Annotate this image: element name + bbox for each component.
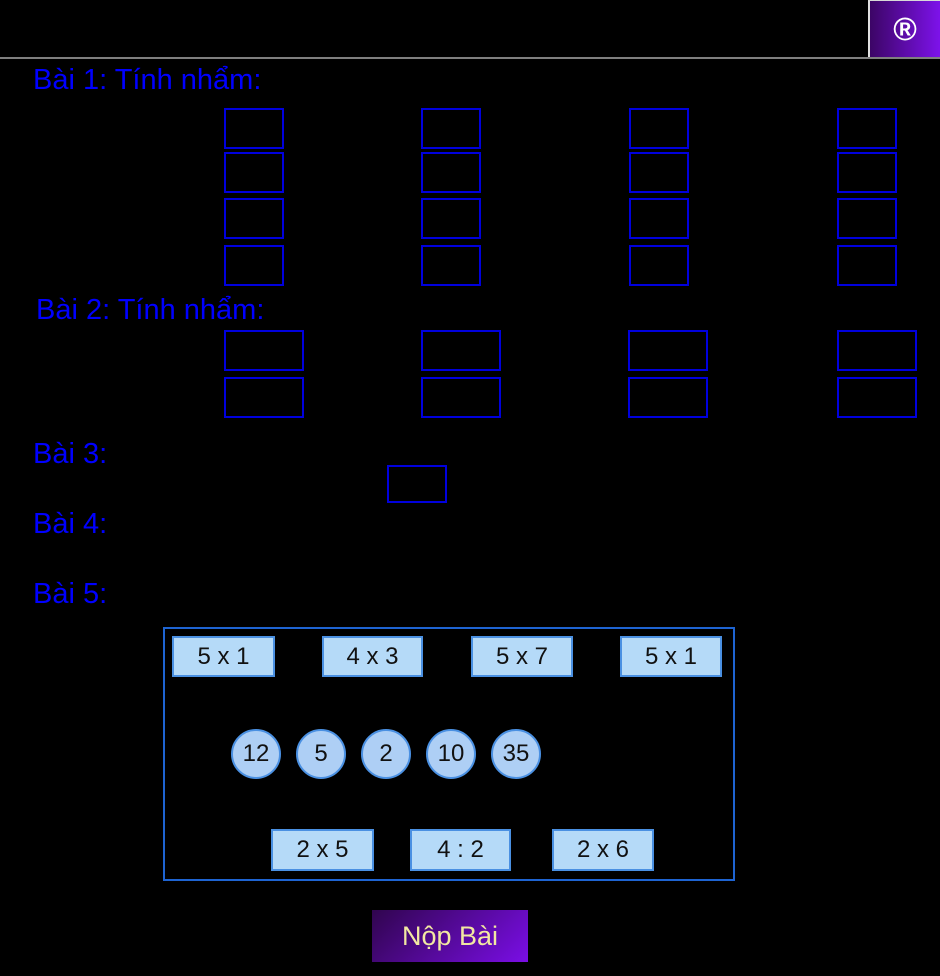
exercise2-answer-input[interactable] (837, 330, 917, 371)
exercise5-matching-container: 5 x 1 4 x 3 5 x 7 5 x 1 12 5 2 10 35 2 x… (163, 627, 735, 881)
exercise1-answer-input[interactable] (224, 245, 284, 286)
exercise1-answer-input[interactable] (837, 245, 897, 286)
exercise1-answer-input[interactable] (837, 108, 897, 149)
exercise2-answer-input[interactable] (837, 377, 917, 418)
exercise2-answer-input[interactable] (224, 377, 304, 418)
exercise1-answer-input[interactable] (629, 245, 689, 286)
exercise1-answer-input[interactable] (224, 108, 284, 149)
exercise1-answer-input[interactable] (629, 108, 689, 149)
exercise1-answer-input[interactable] (421, 108, 481, 149)
exercise1-answer-input[interactable] (421, 198, 481, 239)
expression-card[interactable]: 5 x 7 (471, 636, 573, 677)
exercise2-answer-input[interactable] (421, 330, 501, 371)
exercise1-answer-input[interactable] (629, 152, 689, 193)
expression-card[interactable]: 4 x 3 (322, 636, 423, 677)
number-circle[interactable]: 2 (361, 729, 411, 779)
number-circle[interactable]: 5 (296, 729, 346, 779)
exercise3-heading: Bài 3: (33, 438, 108, 470)
exercise1-answer-input[interactable] (837, 198, 897, 239)
exercise5-heading: Bài 5: (33, 578, 108, 610)
expression-card[interactable]: 2 x 6 (552, 829, 654, 871)
exercise2-answer-input[interactable] (421, 377, 501, 418)
exercise3-answer-input[interactable] (387, 465, 447, 503)
number-circle[interactable]: 35 (491, 729, 541, 779)
exercise2-answer-input[interactable] (628, 330, 708, 371)
registered-trademark-icon: ® (893, 10, 917, 47)
exercise1-answer-input[interactable] (421, 152, 481, 193)
trademark-badge: ® (868, 0, 940, 57)
exercise2-answer-input[interactable] (224, 330, 304, 371)
exercise1-answer-input[interactable] (629, 198, 689, 239)
exercise1-answer-input[interactable] (421, 245, 481, 286)
exercise2-answer-input[interactable] (628, 377, 708, 418)
exercise1-answer-input[interactable] (224, 198, 284, 239)
top-separator-line (0, 57, 940, 59)
expression-card[interactable]: 4 : 2 (410, 829, 511, 871)
exercise4-heading: Bài 4: (33, 508, 108, 540)
exercise1-answer-input[interactable] (224, 152, 284, 193)
exercise1-answer-input[interactable] (837, 152, 897, 193)
exercise1-heading: Bài 1: Tính nhẩm: (33, 64, 262, 96)
expression-card[interactable]: 5 x 1 (620, 636, 722, 677)
number-circle[interactable]: 10 (426, 729, 476, 779)
expression-card[interactable]: 5 x 1 (172, 636, 275, 677)
submit-button[interactable]: Nộp Bài (372, 910, 528, 962)
exercise2-heading: Bài 2: Tính nhẩm: (36, 294, 265, 326)
number-circle[interactable]: 12 (231, 729, 281, 779)
expression-card[interactable]: 2 x 5 (271, 829, 374, 871)
